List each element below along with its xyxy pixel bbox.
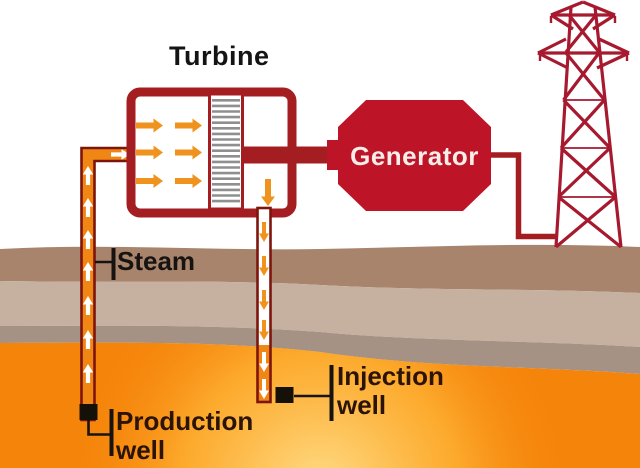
ground-layer-2 [0,281,640,347]
injection-pipe-icon [256,206,272,404]
injection-well-label: Injection well [337,362,444,420]
label-leaders [79,248,334,456]
injection-well-label-line2: well [337,390,387,420]
production-well-cap-icon [79,404,98,420]
ground-layer-3 [0,325,640,374]
turbine-box-icon [126,87,297,218]
production-well-label-line2: well [116,435,166,465]
production-well-label-line1: Production [116,406,254,436]
transmission-tower-icon [537,0,630,249]
steam-label: Steam [117,246,196,276]
generator-coupling [327,140,340,170]
production-well-label: Production well [116,407,253,465]
injection-well-cap-icon [275,387,294,403]
ground-layer-1 [0,244,640,293]
generator-body-icon [338,100,491,211]
injection-well-label-line1: Injection [337,361,444,391]
ground-layers [0,244,640,468]
turbine-shaft [241,146,329,164]
production-leader-line [87,420,110,436]
turbine-label: Turbine [169,41,270,71]
generator-label: Generator [350,141,479,171]
magma-glow [0,342,640,468]
power-line-icon [489,152,557,240]
turbine-blades-icon [208,92,244,211]
